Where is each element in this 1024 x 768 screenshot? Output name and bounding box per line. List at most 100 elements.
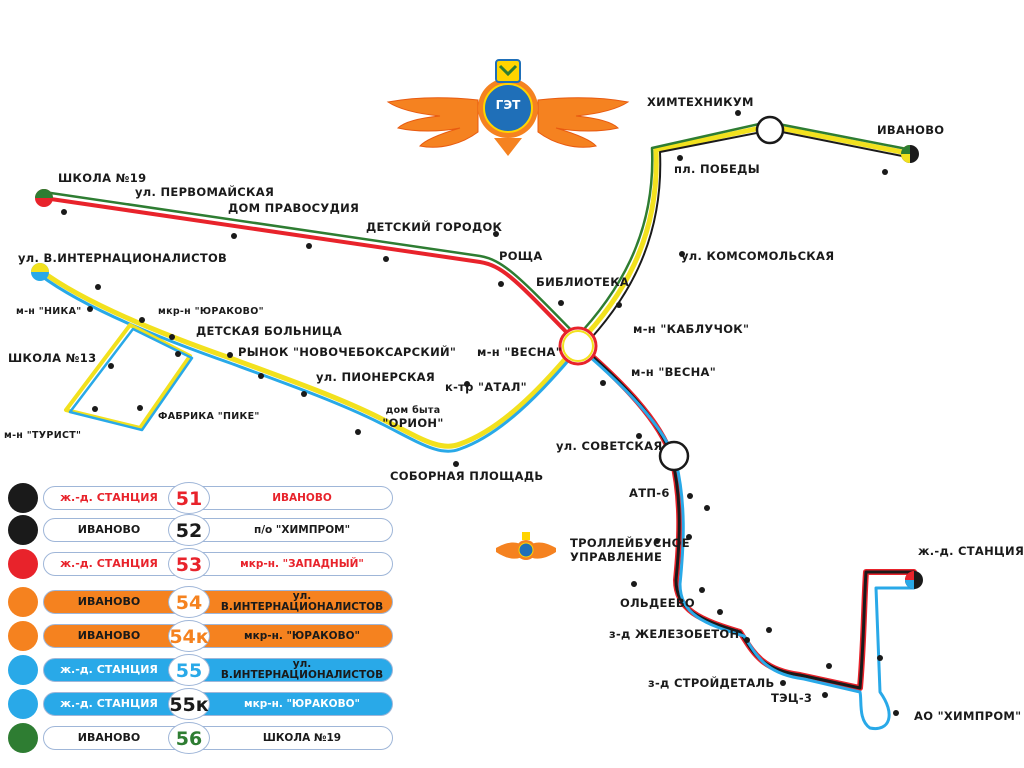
legend-row: ж.-д. СТАНЦИЯ 55к мкр-н. "ЮРАКОВО" [8, 688, 393, 720]
label-trolleybus-depot: ТРОЛЛЕЙБУСНОЕ УПРАВЛЕНИЕ [570, 536, 690, 564]
label-pervomayskaya: ул. ПЕРВОМАЙСКАЯ [135, 185, 275, 199]
legend-route-dot [8, 723, 38, 753]
route-yurakovo-loop-blue [68, 327, 194, 432]
legend-route-number: 54к [168, 620, 210, 652]
legend-route-from: ж.-д. СТАНЦИЯ [60, 663, 158, 676]
legend-route-bar [43, 590, 393, 614]
legend-route-dot [8, 483, 38, 513]
legend-route-from: ж.-д. СТАНЦИЯ [60, 697, 158, 710]
legend-route-from: ИВАНОВО [77, 629, 141, 642]
get-logo [386, 59, 630, 156]
label-tets3: ТЭЦ-3 [771, 691, 813, 705]
legend-route-dot [8, 515, 38, 545]
hub-himtekhnikum [755, 115, 785, 145]
legend-route-to: ШКОЛА №19 [262, 731, 342, 744]
label-ivanovo: ИВАНОВО [877, 123, 945, 137]
label-pl-pobedy: пл. ПОБЕДЫ [674, 162, 760, 176]
label-dom-pravosudiya: ДОМ ПРАВОСУДИЯ [228, 201, 360, 215]
hub-sovetskaya [658, 440, 690, 472]
legend-route-bar [43, 518, 393, 542]
label-sovetskaya: ул. СОВЕТСКАЯ [556, 439, 663, 453]
legend-route-bar [43, 624, 393, 648]
legend-route-number: 53 [168, 548, 210, 580]
label-zhd-stantsiya: ж.-д. СТАНЦИЯ [918, 544, 1024, 558]
label-biblioteka: БИБЛИОТЕКА [536, 275, 630, 289]
label-dom-byta-line1: дом быта [385, 405, 441, 416]
legend-route-from: ж.-д. СТАНЦИЯ [60, 557, 158, 570]
label-himtekhnikum: ХИМТЕХНИКУМ [647, 95, 754, 109]
legend-row: ж.-д. СТАНЦИЯ 53 мкр-н. "ЗАПАДНЫЙ" [8, 548, 393, 580]
trolleybus-depot-icon [496, 532, 556, 560]
label-detsky-gorodok: ДЕТСКИЙ ГОРОДОК [366, 220, 503, 234]
legend-route-number: 55к [168, 688, 210, 720]
legend-route-to: ул. В.ИНТЕРНАЦИОНАЛИСТОВ [220, 658, 384, 681]
label-dom-byta: дом быта "ОРИОН" [378, 405, 448, 429]
label-pionerskaya: ул. ПИОНЕРСКАЯ [316, 370, 436, 384]
label-detskaya-bolnitsa: ДЕТСКАЯ БОЛЬНИЦА [196, 324, 343, 338]
stop-dots [61, 110, 899, 716]
legend-route-number: 55 [168, 654, 210, 686]
legend-route-dot [8, 655, 38, 685]
route-ivanovo-yellow [575, 123, 915, 347]
legend-route-to: п/о "ХИМПРОМ" [253, 523, 351, 536]
terminal-zhd-stantsiya [905, 571, 923, 589]
label-v-internatsionalistov: ул. В.ИНТЕРНАЦИОНАЛИСТОВ [18, 251, 228, 265]
route-yurakovo-loop [64, 323, 192, 430]
legend-row: ИВАНОВО 52 п/о "ХИМПРОМ" [8, 514, 393, 546]
legend-route-bar [43, 692, 393, 716]
legend-route-number: 52 [168, 514, 210, 546]
legend-route-bar [43, 552, 393, 576]
label-shkola13: ШКОЛА №13 [8, 351, 97, 365]
label-yurakovo: мкр-н "ЮРАКОВО" [158, 306, 264, 317]
label-atal: к-тр "АТАЛ" [445, 380, 527, 394]
terminal-internatsionalistov [31, 263, 49, 281]
label-roshcha: РОЩА [499, 249, 543, 263]
legend-route-from: ИВАНОВО [77, 523, 141, 536]
legend-row: ИВАНОВО 56 ШКОЛА №19 [8, 722, 393, 754]
terminal-shkola19 [35, 189, 53, 207]
label-dom-byta-line2: "ОРИОН" [382, 416, 444, 430]
label-vesna-right: м-н "ВЕСНА" [631, 365, 716, 379]
route-shkola19-red [42, 196, 580, 346]
legend-route-number: 56 [168, 722, 210, 754]
route-internatsionalistov-yellow [37, 267, 581, 449]
label-sobornaya: СОБОРНАЯ ПЛОЩАДЬ [390, 469, 544, 483]
legend-route-dot [8, 621, 38, 651]
legend-route-number: 54 [168, 586, 210, 618]
legend-route-to: ул. В.ИНТЕРНАЦИОНАЛИСТОВ [220, 590, 384, 613]
logo-text: ГЭТ [495, 98, 521, 112]
legend-row: ИВАНОВО 54к мкр-н. "ЮРАКОВО" [8, 620, 393, 652]
label-trolleybus-line2: УПРАВЛЕНИЕ [570, 550, 663, 564]
terminal-ivanovo [901, 145, 919, 163]
legend-route-to: мкр-н. "ЮРАКОВО" [243, 629, 360, 642]
label-pike: ФАБРИКА "ПИКЕ" [158, 411, 260, 422]
legend-route-dot [8, 587, 38, 617]
legend-route-number: 51 [168, 482, 210, 514]
legend-row: ж.-д. СТАНЦИЯ 55 ул. В.ИНТЕРНАЦИОНАЛИСТОВ [8, 654, 393, 686]
legend-route-to: мкр-н. "ЮРАКОВО" [243, 697, 360, 710]
route-shkola19-green [42, 190, 582, 341]
legend-route-from: ИВАНОВО [77, 731, 141, 744]
label-atp6: АТП-6 [629, 486, 670, 500]
label-komsomolskaya: ул. КОМСОМОЛЬСКАЯ [681, 249, 835, 263]
label-shkola19: ШКОЛА №19 [58, 171, 147, 185]
label-vesna-left: м-н "ВЕСНА" [477, 345, 562, 359]
label-ao-khimprom: АО "ХИМПРОМ" [914, 709, 1022, 723]
legend-route-to: мкр-н. "ЗАПАДНЫЙ" [240, 557, 364, 570]
label-oldeevo: ОЛЬДЕЕВО [620, 596, 695, 610]
legend-route-dot [8, 549, 38, 579]
label-rynok: РЫНОК "НОВОЧЕБОКСАРСКИЙ" [238, 345, 457, 359]
label-kabluchok: м-н "КАБЛУЧОК" [633, 322, 750, 336]
legend-route-bar [43, 726, 393, 750]
label-stroydetal: з-д СТРОЙДЕТАЛЬ [648, 676, 775, 690]
label-zhelezobeton: з-д ЖЕЛЕЗОБЕТОН [609, 627, 740, 641]
legend-route-bar [43, 486, 393, 510]
route-ivanovo-green [572, 120, 914, 342]
label-trolleybus-line1: ТРОЛЛЕЙБУСНОЕ [570, 536, 690, 550]
label-turist: м-н "ТУРИСТ" [4, 430, 82, 441]
route-ivanovo-black [581, 129, 913, 349]
legend-route-to: ИВАНОВО [272, 491, 332, 504]
